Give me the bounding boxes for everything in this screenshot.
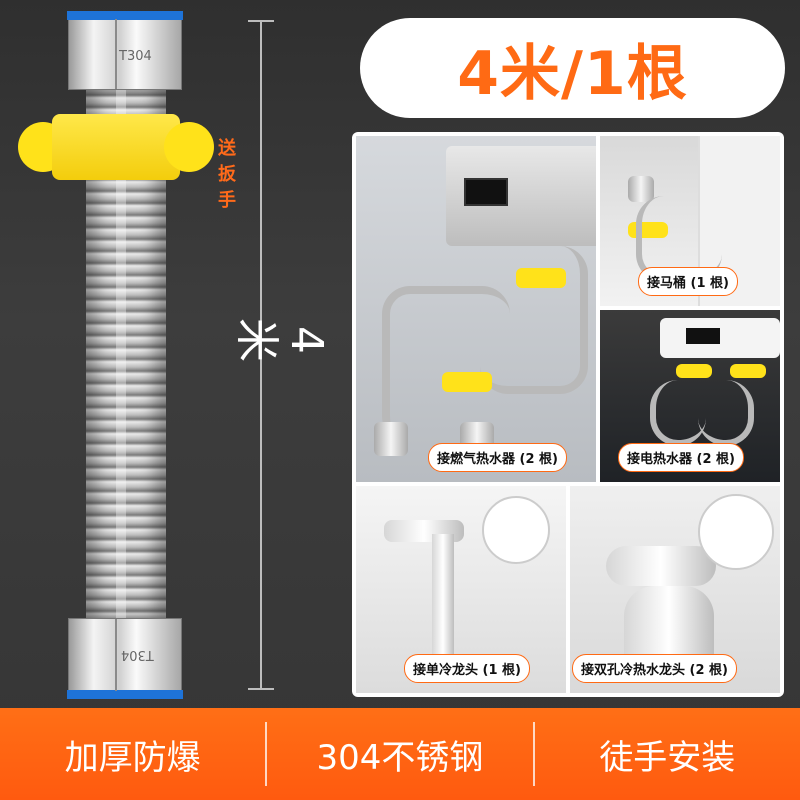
wrench-mini-left xyxy=(676,364,712,378)
usage-label: 接单冷龙头 (1 根) xyxy=(404,654,530,683)
dimension-cap-bottom xyxy=(248,688,274,690)
usage-label: 接双孔冷热水龙头 (2 根) xyxy=(572,654,737,683)
dimension-cap-top xyxy=(248,20,274,22)
heater-display xyxy=(464,178,508,206)
top-blue-ring xyxy=(67,11,183,20)
angle-valve xyxy=(628,176,654,202)
feature-item: 加厚防爆 xyxy=(64,737,201,778)
right-pipe xyxy=(698,380,754,446)
top-nut: T304 xyxy=(67,11,183,90)
bottom-nut: T304 xyxy=(67,618,183,699)
right-pipe xyxy=(480,246,588,394)
faucet-handle xyxy=(606,546,716,586)
faucet-body xyxy=(432,534,454,664)
photo-electric-heater: 接电热水器 (2 根) xyxy=(600,310,780,482)
bottom-nut-edge xyxy=(115,619,117,691)
photo-single-cold-faucet: 接单冷龙头 (1 根) xyxy=(356,486,566,693)
title-badge: 4米/1根 xyxy=(360,18,785,118)
photo-gas-water-heater: 接燃气热水器 (2 根) xyxy=(356,136,596,482)
wrench-mini-right xyxy=(730,364,766,378)
feature-divider xyxy=(265,722,268,786)
page-title: 4米/1根 xyxy=(457,38,688,109)
gift-wrench-label: 送扳手 xyxy=(218,138,236,211)
feature-item: 304不锈钢 xyxy=(316,737,484,778)
wrench-body xyxy=(52,114,180,180)
valve-left xyxy=(374,422,408,456)
faucet-body xyxy=(624,586,714,662)
bottom-nut-mark: T304 xyxy=(121,647,154,662)
wrench-right-ear xyxy=(164,122,214,172)
photo-toilet: 接马桶 (1 根) xyxy=(600,136,780,306)
dimension-line xyxy=(260,20,262,690)
usage-label: 接马桶 (1 根) xyxy=(638,267,738,296)
electric-heater-illustration xyxy=(660,318,780,358)
bottom-blue-ring xyxy=(67,690,183,699)
top-nut-edge xyxy=(115,19,117,89)
hose-illustration: T304 T304 送扳手 xyxy=(0,0,250,700)
usage-photo-grid: 接燃气热水器 (2 根) 接马桶 (1 根) 接电热水器 (2 根) 接单冷龙头… xyxy=(352,132,784,697)
heater-display xyxy=(686,328,720,344)
top-nut-mark: T304 xyxy=(119,49,152,64)
usage-label: 接电热水器 (2 根) xyxy=(618,443,744,472)
photo-dual-hole-faucet: 接双孔冷热水龙头 (2 根) xyxy=(570,486,780,693)
length-label: 4米 xyxy=(231,318,332,362)
yellow-wrench-icon xyxy=(18,114,214,180)
wrench-mini-top xyxy=(516,268,566,288)
wrench-mini-bottom xyxy=(442,372,492,392)
left-pipe xyxy=(382,286,510,444)
usage-label: 接燃气热水器 (2 根) xyxy=(428,443,567,472)
inset-detail xyxy=(698,494,774,570)
feature-item: 徒手安装 xyxy=(599,737,736,778)
feature-bar: 加厚防爆 304不锈钢 徒手安装 xyxy=(0,708,800,800)
feature-divider xyxy=(532,722,535,786)
inset-detail xyxy=(482,496,550,564)
